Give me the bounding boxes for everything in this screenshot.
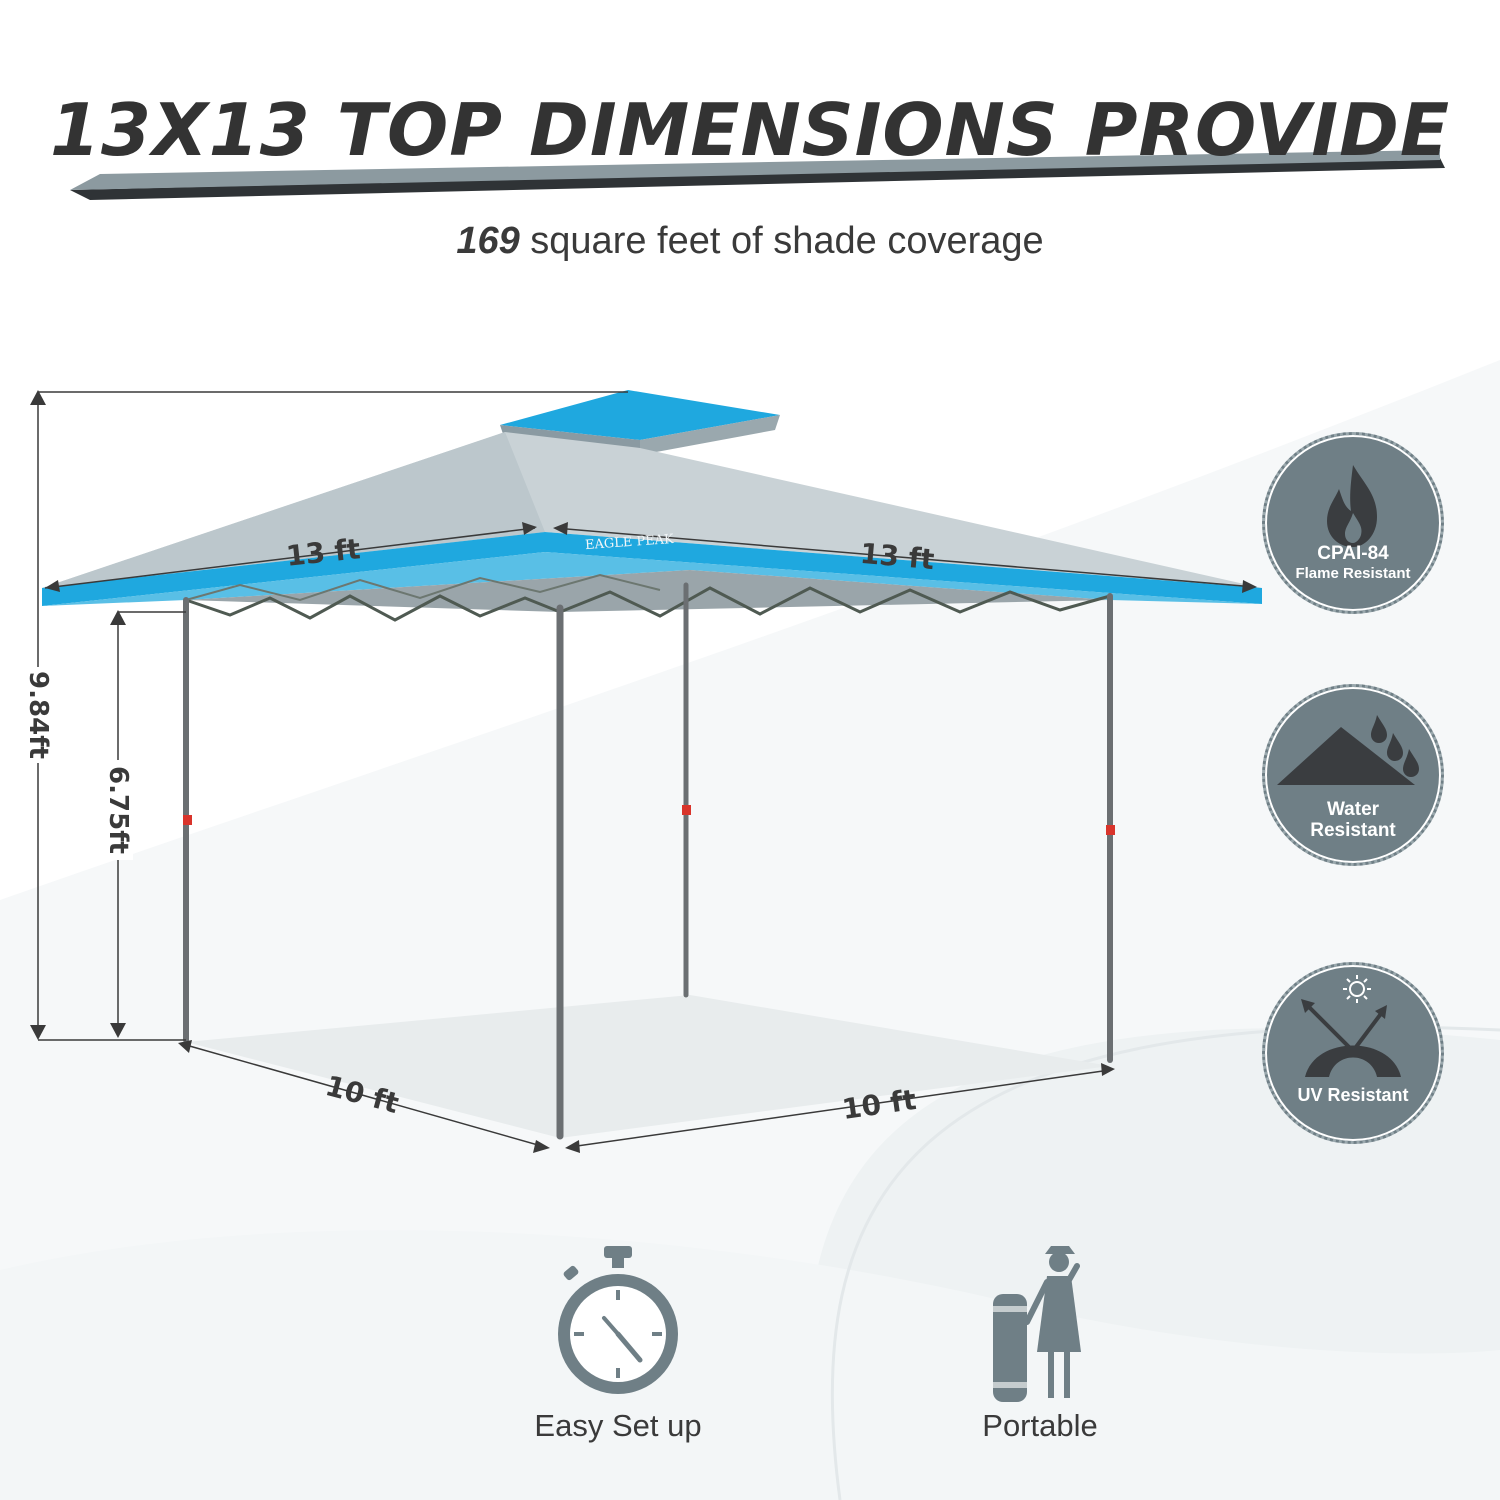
top-right-width-label: 13 ft	[858, 536, 936, 577]
total-height-label: 9.84ft	[23, 667, 53, 763]
uv-resistant-badge: UV Resistant	[1262, 962, 1444, 1144]
leg-height-label: 6.75ft	[103, 760, 133, 860]
portable-label: Portable	[982, 1408, 1098, 1443]
sun-umbrella-icon	[1301, 975, 1401, 1077]
dimension-lines	[30, 390, 1257, 1153]
flame-label: CPAI-84	[1317, 543, 1389, 564]
water-sublabel: Resistant	[1310, 820, 1396, 841]
easy-setup-label: Easy Set up	[534, 1408, 702, 1443]
water-resistant-badge: Water Resistant	[1262, 684, 1444, 866]
mountain-rain-icon	[1277, 715, 1419, 785]
stopwatch-icon	[558, 1246, 678, 1394]
flame-resistant-badge: CPAI-84 Flame Resistant	[1262, 432, 1444, 614]
uv-label: UV Resistant	[1297, 1085, 1409, 1105]
flame-sublabel: Flame Resistant	[1295, 565, 1411, 582]
flame-icon	[1327, 465, 1377, 547]
headline: 13X13 TOP DIMENSIONS PROVIDE	[49, 88, 1451, 172]
person-carry-bag-icon	[993, 1246, 1081, 1402]
coverage-text: square feet of shade coverage	[519, 220, 1044, 262]
water-label: Water	[1326, 799, 1380, 820]
canopy	[42, 390, 1262, 622]
subline: 169 square feet of shade coverage	[0, 220, 1500, 263]
headline-ribbon	[70, 150, 1445, 200]
coverage-number: 169	[456, 220, 520, 262]
